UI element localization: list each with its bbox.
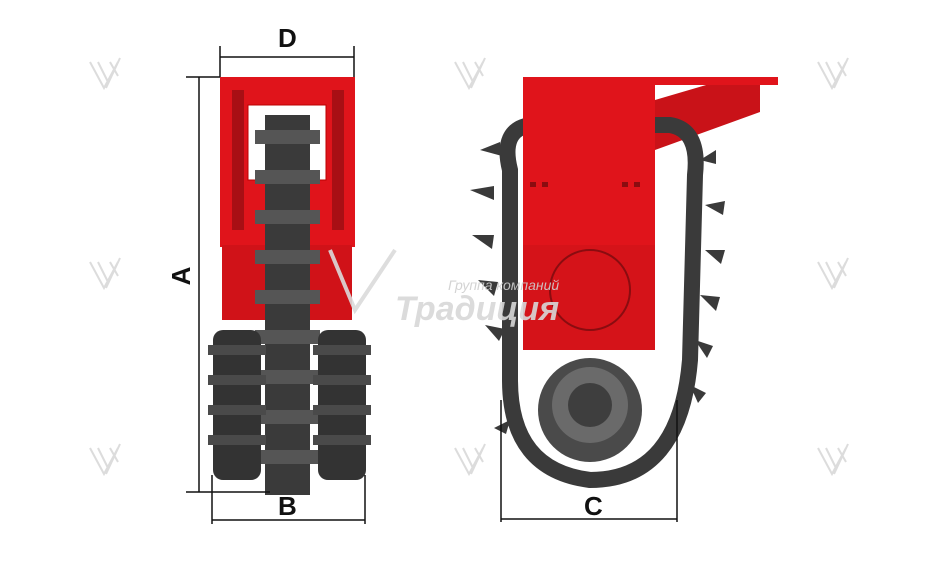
dimension-b-label: B: [278, 491, 297, 521]
side-lower-frame: [523, 245, 655, 350]
chain-teeth: [470, 142, 725, 434]
side-view: [470, 77, 778, 489]
dimension-c-label: C: [584, 491, 603, 521]
dimension-lines: [186, 46, 678, 524]
dimension-a-label: A: [166, 266, 196, 285]
watermark-line2: Традиция: [395, 290, 559, 328]
wheel-hub: [568, 383, 612, 427]
watermark-line1: Группа компаний: [448, 277, 559, 293]
dimension-d-label: D: [278, 23, 297, 53]
side-arm: [655, 78, 760, 150]
watermark: Группа компаний Традиция: [328, 248, 559, 328]
side-frame: [523, 77, 655, 247]
front-view: [208, 77, 371, 495]
